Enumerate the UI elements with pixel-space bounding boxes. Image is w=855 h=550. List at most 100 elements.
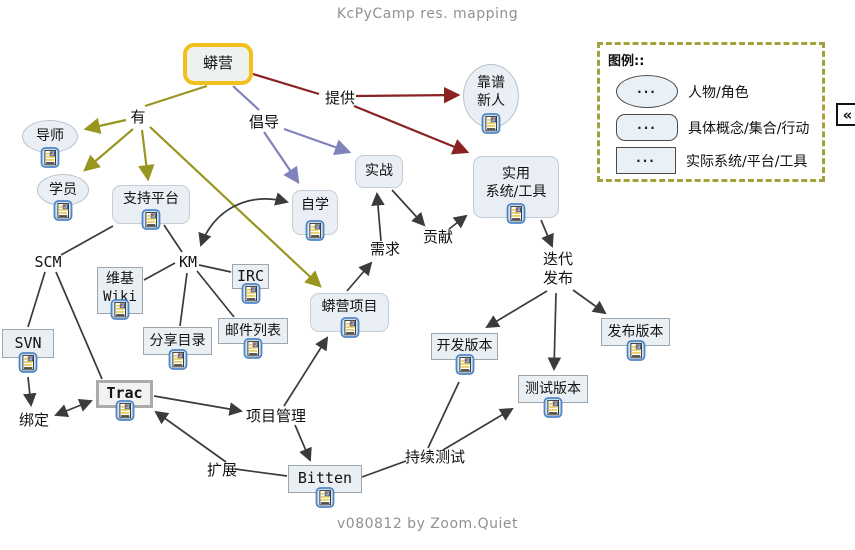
edge-label-bangding[interactable]: 绑定 — [14, 411, 54, 431]
node-mangyingxiangmu[interactable]: 蟒营项目 — [310, 293, 389, 332]
edge-label-text: 贡献 — [422, 228, 453, 247]
edge-svn-bangding — [23, 376, 37, 408]
legend-row-concept: ··· 具体概念/集合/行动 — [608, 114, 814, 141]
edge-label-diedaifabu[interactable]: 迭代 发布 — [538, 249, 578, 289]
notes-icon[interactable] — [19, 352, 38, 373]
edge-xuqiu-shizhan — [371, 191, 385, 242]
node-fabubanben[interactable]: 发布版本 — [601, 318, 670, 346]
node-bitten[interactable]: Bitten — [288, 465, 362, 493]
notes-icon[interactable] — [111, 299, 130, 320]
node-mangying[interactable]: 蟒营 — [183, 43, 253, 85]
edge-label-kuozhan[interactable]: 扩展 — [202, 461, 242, 481]
node-label: SCM — [34, 253, 62, 272]
notes-icon[interactable] — [306, 220, 325, 241]
notes-icon[interactable] — [244, 338, 263, 359]
node-shiyongxitong[interactable]: 实用 系统/工具 — [473, 156, 559, 218]
node-fenxiangmulu[interactable]: 分享目录 — [143, 327, 212, 355]
legend-row-system: ··· 实际系统/平台/工具 — [608, 147, 814, 174]
node-label: 蟒营 — [202, 54, 233, 73]
edge-mangying-tigong — [252, 72, 320, 96]
node-shizhan[interactable]: 实战 — [355, 155, 403, 188]
edge-you-daoshi — [83, 117, 127, 134]
edge-label-gongxian[interactable]: 贡献 — [418, 228, 458, 248]
collapse-panel-button[interactable]: « — [836, 103, 855, 126]
edge-kuozhan-trac — [154, 410, 227, 463]
node-label: 靠谱 新人 — [477, 75, 505, 110]
node-zhichipingtai[interactable]: 支持平台 — [112, 185, 190, 224]
node-km[interactable]: KM — [174, 253, 202, 273]
legend-label: 人物/角色 — [688, 84, 749, 101]
edge-mangying-changdao — [232, 85, 260, 111]
node-daoshi[interactable]: 导师 — [22, 120, 78, 153]
node-kaopuxinren[interactable]: 靠谱 新人 — [463, 64, 519, 128]
edge-diedaifabu-kaifabanben — [485, 290, 548, 329]
legend-box: 图例:: ··· 人物/角色 ··· 具体概念/集合/行动 ··· 实际系统/平… — [597, 42, 825, 182]
notes-icon[interactable] — [482, 113, 501, 134]
edge-label-text: 项目管理 — [245, 407, 306, 426]
notes-icon[interactable] — [544, 397, 563, 418]
node-label: 邮件列表 — [225, 322, 281, 339]
node-trac[interactable]: Trac — [96, 380, 153, 408]
edge-label-chixuceshi[interactable]: 持续测试 — [404, 448, 466, 468]
node-label: 实用 系统/工具 — [485, 166, 547, 201]
edge-you-zhichipingtai — [138, 129, 155, 182]
node-weijiwiki[interactable]: 维基 Wiki — [97, 267, 143, 314]
legend-ellipse-sample: ··· — [616, 75, 678, 108]
node-zixue[interactable]: 自学 — [292, 190, 338, 235]
edge-label-you[interactable]: 有 — [124, 107, 152, 129]
node-irc[interactable]: IRC — [232, 264, 269, 289]
node-label: 开发版本 — [436, 338, 493, 355]
edge-label-changdao[interactable]: 倡导 — [244, 112, 284, 134]
notes-icon[interactable] — [54, 200, 73, 221]
notes-icon[interactable] — [41, 147, 60, 168]
notes-icon[interactable] — [316, 487, 335, 508]
edge-label-text: 绑定 — [18, 411, 49, 430]
notes-icon[interactable] — [241, 283, 260, 304]
legend-rounded-sample: ··· — [616, 114, 678, 141]
node-youjianliebiao[interactable]: 邮件列表 — [218, 318, 288, 344]
edge-km-youjianliebiao — [196, 270, 235, 318]
notes-icon[interactable] — [507, 203, 526, 224]
legend-rect-sample: ··· — [616, 147, 676, 174]
edge-scm-zhichipingtai — [60, 225, 114, 256]
node-label: 发布版本 — [607, 323, 664, 340]
notes-icon[interactable] — [455, 354, 474, 375]
edge-km-irc — [198, 264, 232, 273]
edge-bangding-trac-bidirectional — [54, 398, 93, 418]
node-kaifabanben[interactable]: 开发版本 — [431, 333, 498, 360]
edge-tigong-kaopuxinren — [355, 86, 461, 104]
legend-label: 具体概念/集合/行动 — [688, 120, 810, 137]
edge-label-text: 需求 — [369, 240, 400, 259]
edge-label-tigong[interactable]: 提供 — [320, 88, 360, 110]
edge-label-text: 持续测试 — [404, 448, 465, 467]
node-label: Trac — [106, 384, 143, 403]
node-svn[interactable]: SVN — [2, 329, 54, 358]
edge-bitten-kuozhan — [234, 468, 288, 477]
node-label: 导师 — [36, 128, 64, 145]
notes-icon[interactable] — [115, 400, 134, 421]
node-label: IRC — [236, 266, 265, 285]
notes-icon[interactable] — [168, 349, 187, 370]
edge-you-xueyuan — [83, 128, 134, 172]
node-ceshibanben[interactable]: 测试版本 — [518, 375, 588, 403]
node-xueyuan[interactable]: 学员 — [37, 174, 89, 206]
edge-label-text: 倡导 — [248, 113, 279, 132]
edge-shiyongxitong-diedaifabu — [540, 219, 554, 248]
version-credit: v080812 by Zoom.Quiet — [337, 516, 518, 532]
notes-icon[interactable] — [626, 340, 645, 361]
notes-icon[interactable] — [142, 209, 161, 230]
edge-diedaifabu-ceshibanben — [547, 292, 562, 372]
edge-km-weijiwiki — [143, 262, 176, 281]
edge-bitten-chixuceshi — [361, 460, 407, 478]
edge-label-xuqiu[interactable]: 需求 — [365, 240, 405, 260]
edge-label-text: 迭代 发布 — [542, 249, 573, 288]
edge-gongxian-shiyongxitong — [448, 214, 468, 230]
node-label: 自学 — [301, 197, 329, 213]
notes-icon[interactable] — [340, 317, 359, 338]
edge-chixuceshi-ceshibanben — [442, 407, 514, 451]
node-scm[interactable]: SCM — [29, 253, 67, 273]
edge-label-xiangmuguanli[interactable]: 项目管理 — [245, 407, 307, 427]
edge-trac-xiangmuguanli — [153, 395, 244, 416]
edge-label-text: 提供 — [324, 89, 355, 108]
